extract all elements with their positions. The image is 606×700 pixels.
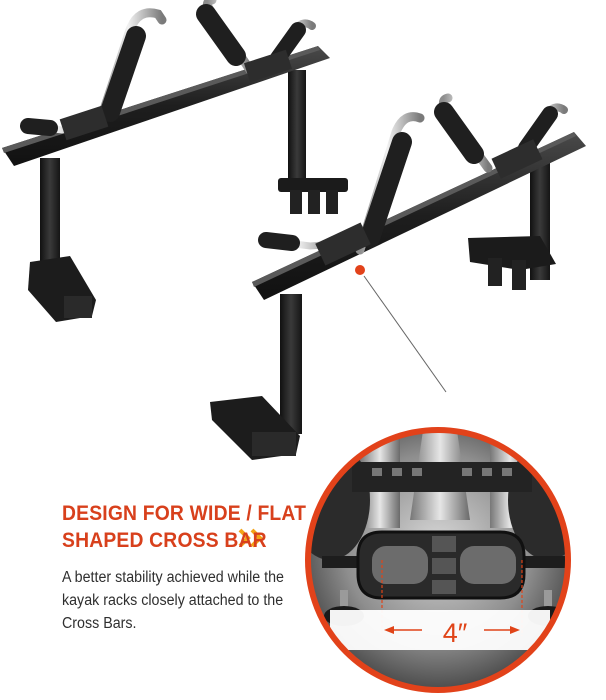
headline: DESIGN FOR WIDE / FLAT SHAPED CROSS BAR <box>62 500 307 554</box>
description-line-1: A better stability achieved while the <box>62 569 284 586</box>
right-rack-j-cradle-1 <box>258 112 425 255</box>
description-line-2: kayak racks closely attached to the <box>62 592 284 609</box>
callout-line <box>363 275 447 393</box>
headline-line-2: SHAPED CROSS BAR <box>62 529 267 552</box>
double-chevron-right-icon <box>238 528 263 548</box>
left-rack-rear-post <box>288 70 306 190</box>
right-rack-front-post <box>280 294 302 434</box>
left-rack-front-post <box>40 158 60 268</box>
cross-bar-profile <box>356 530 526 600</box>
description: A better stability achieved while the ka… <box>62 566 284 635</box>
zoom-detail <box>305 427 571 693</box>
right-rack <box>210 93 586 460</box>
description-line-3: Cross Bars. <box>62 615 137 632</box>
headline-line-1: DESIGN FOR WIDE / FLAT <box>62 502 307 525</box>
left-rack-cross-bar <box>2 46 330 166</box>
callout-dot <box>355 265 365 275</box>
dimension-label: 4″ <box>442 618 468 648</box>
left-rack <box>2 0 348 322</box>
